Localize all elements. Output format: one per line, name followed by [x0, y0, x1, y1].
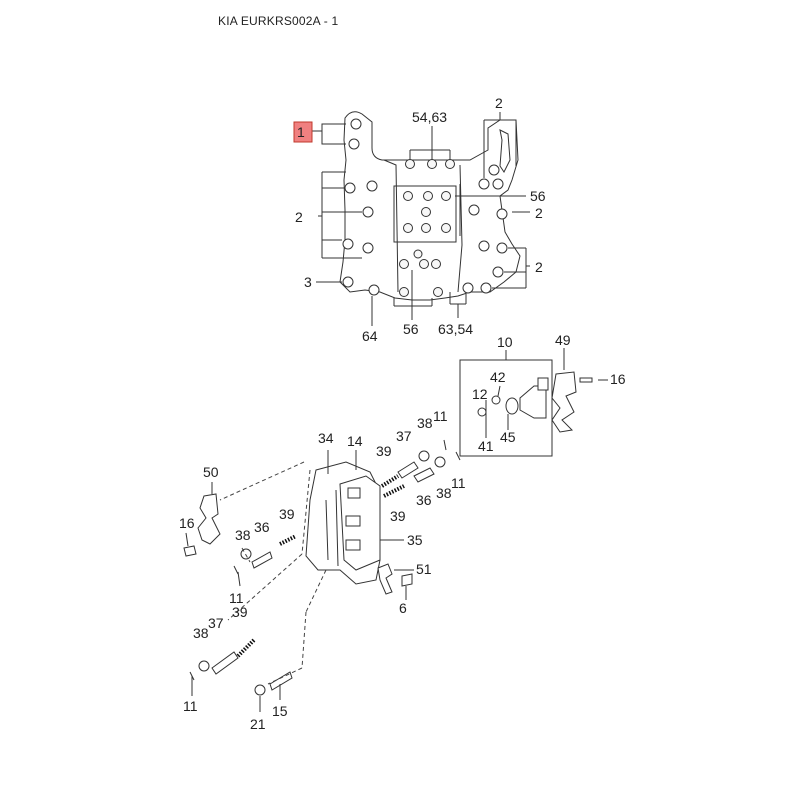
callout-37-b[interactable]: 37: [208, 615, 224, 631]
callout-16-a[interactable]: 16: [610, 371, 626, 387]
callout-2-right-1[interactable]: 2: [535, 205, 543, 221]
callout-51[interactable]: 51: [416, 561, 432, 577]
callout-64[interactable]: 64: [362, 328, 378, 344]
callout-14[interactable]: 14: [347, 433, 363, 449]
callout-37-a[interactable]: 37: [396, 428, 412, 444]
callout-2-top[interactable]: 2: [495, 95, 503, 111]
upper-leader-lines: [312, 112, 530, 326]
callout-50[interactable]: 50: [203, 464, 219, 480]
callout-36-a[interactable]: 36: [416, 492, 432, 508]
callout-38-b[interactable]: 38: [436, 485, 452, 501]
callout-12[interactable]: 12: [472, 386, 488, 402]
callout-38-c[interactable]: 38: [235, 527, 251, 543]
callout-11-c[interactable]: 11: [229, 590, 244, 606]
callout-39-d[interactable]: 39: [232, 604, 248, 620]
callout-2-right-2[interactable]: 2: [535, 259, 543, 275]
small-parts: [189, 439, 461, 696]
callout-11-a[interactable]: 11: [433, 408, 448, 424]
callout-42[interactable]: 42: [490, 369, 506, 385]
callout-63-54[interactable]: 63,54: [438, 321, 473, 337]
callout-15[interactable]: 15: [272, 703, 288, 719]
callout-39-b[interactable]: 39: [390, 508, 406, 524]
callout-2-left[interactable]: 2: [295, 209, 303, 225]
valve-body: [305, 450, 404, 585]
bracket-50: [183, 482, 221, 557]
callout-38-d[interactable]: 38: [193, 625, 209, 641]
callout-34[interactable]: 34: [318, 430, 334, 446]
callout-39-c[interactable]: 39: [279, 506, 295, 522]
dashed-guides: [219, 461, 327, 685]
callout-38-a[interactable]: 38: [417, 415, 433, 431]
callout-35[interactable]: 35: [407, 532, 423, 548]
callout-3[interactable]: 3: [304, 274, 312, 290]
lower-leader-lines: [185, 404, 487, 712]
spring-39-b: [383, 484, 405, 498]
callout-41[interactable]: 41: [478, 438, 494, 454]
callout-6[interactable]: 6: [399, 600, 407, 616]
callout-10[interactable]: 10: [497, 334, 513, 350]
callout-56-b[interactable]: 56: [403, 321, 419, 337]
spring-39-c: [279, 534, 297, 546]
page-title: KIA EURKRS002A - 1: [218, 14, 339, 28]
gasket-plate: [339, 111, 521, 301]
callout-39-a[interactable]: 39: [376, 443, 392, 459]
callout-54-63[interactable]: 54,63: [412, 109, 447, 125]
callout-56-a[interactable]: 56: [530, 188, 546, 204]
bracket-49: [551, 348, 608, 433]
callout-21[interactable]: 21: [250, 716, 266, 732]
highlight-box: [293, 121, 313, 143]
spring-39-a: [380, 474, 400, 488]
bracket-51: [377, 563, 414, 600]
callout-11-b[interactable]: 11: [451, 475, 466, 491]
callout-1[interactable]: 1: [297, 124, 305, 140]
callout-45[interactable]: 45: [500, 429, 516, 445]
callout-16-b[interactable]: 16: [179, 515, 195, 531]
spring-39-d: [236, 638, 256, 658]
callout-49[interactable]: 49: [555, 332, 571, 348]
callout-36-b[interactable]: 36: [254, 519, 270, 535]
callout-11-d[interactable]: 11: [183, 698, 198, 714]
